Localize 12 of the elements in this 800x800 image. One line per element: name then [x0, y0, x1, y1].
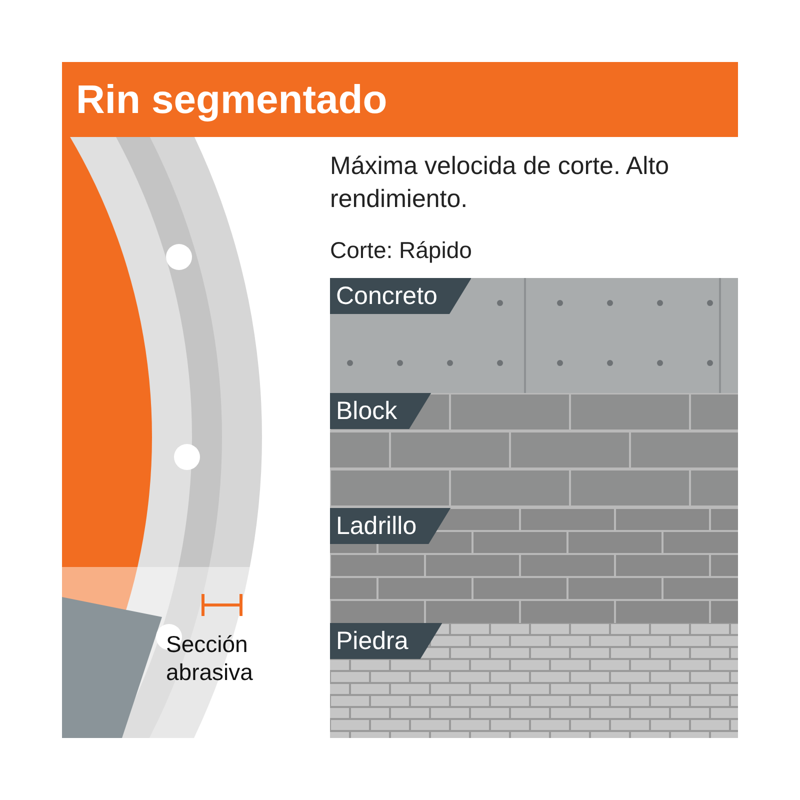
material-photo-panel — [330, 278, 738, 393]
material-label: Concreto — [330, 278, 472, 314]
title-banner: Rin segmentado — [62, 62, 738, 137]
material-label: Ladrillo — [330, 508, 451, 544]
material-photo-panel — [330, 393, 738, 508]
feature-text: Máxima velocida de corte. Alto rendimiento. — [330, 151, 670, 215]
section-label: Sección abrasiva — [166, 630, 254, 686]
cut-speed-text: Corte: Rápido — [330, 236, 472, 265]
material-photo-panel — [330, 623, 738, 738]
material-photo-panel — [330, 508, 738, 623]
material-label: Piedra — [330, 623, 442, 659]
material-label: Block — [330, 393, 432, 429]
